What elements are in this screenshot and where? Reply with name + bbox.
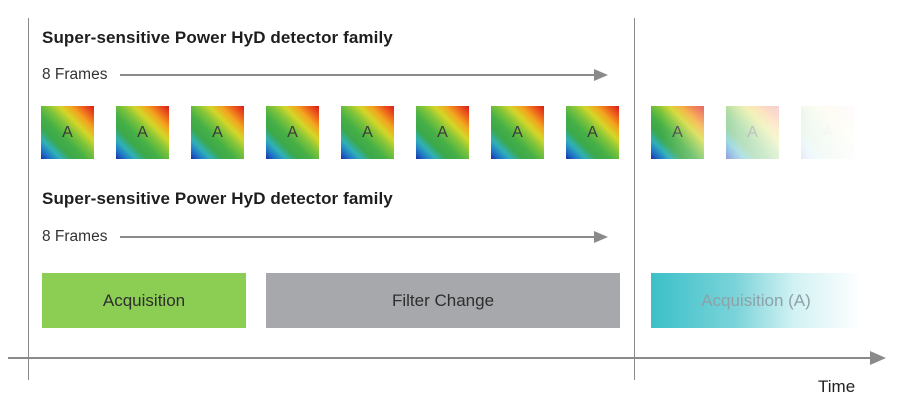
acquisition-bar-label: Acquisition <box>102 290 186 310</box>
frame-tile-label: A <box>587 123 598 141</box>
frame-tile-label: A <box>512 123 523 141</box>
acquisition-a-bar-label: Acquisition (A) <box>701 290 811 310</box>
frame-tile-label: A <box>212 123 223 141</box>
frame-tiles-fade <box>640 100 900 166</box>
acquisition-bar: Acquisition <box>42 273 246 328</box>
frame-tile: A <box>566 106 619 159</box>
sequence2-frames-label: 8 Frames <box>42 228 108 245</box>
sequence1-frames-label: 8 Frames <box>42 66 108 83</box>
frame-tile-label: A <box>437 123 448 141</box>
frame-tile: A <box>116 106 169 159</box>
filter-change-bar: Filter Change <box>266 273 620 328</box>
sequence1-title: Super-sensitive Power HyD detector famil… <box>42 28 393 47</box>
frame-tile-label: A <box>362 123 373 141</box>
acquisition-a-bar: Acquisition (A) <box>651 273 861 328</box>
frame-tile: A <box>341 106 394 159</box>
sequence2-title: Super-sensitive Power HyD detector famil… <box>42 189 393 208</box>
frame-tile: A <box>41 106 94 159</box>
frame-tile-label: A <box>137 123 148 141</box>
frame-tile-label: A <box>287 123 298 141</box>
frame-tile: A <box>416 106 469 159</box>
time-axis-arrow <box>8 351 886 365</box>
time-axis-label: Time <box>818 377 856 396</box>
filter-change-bar-label: Filter Change <box>391 290 495 310</box>
left-boundary-line <box>28 18 29 380</box>
frame-tile-label: A <box>62 123 73 141</box>
frame-tile: A <box>266 106 319 159</box>
sequence2-frames-arrow <box>120 231 608 243</box>
time-divider-line <box>634 18 635 380</box>
frame-tile: A <box>491 106 544 159</box>
sequence1-frames-arrow <box>120 69 608 81</box>
frame-tile: A <box>191 106 244 159</box>
